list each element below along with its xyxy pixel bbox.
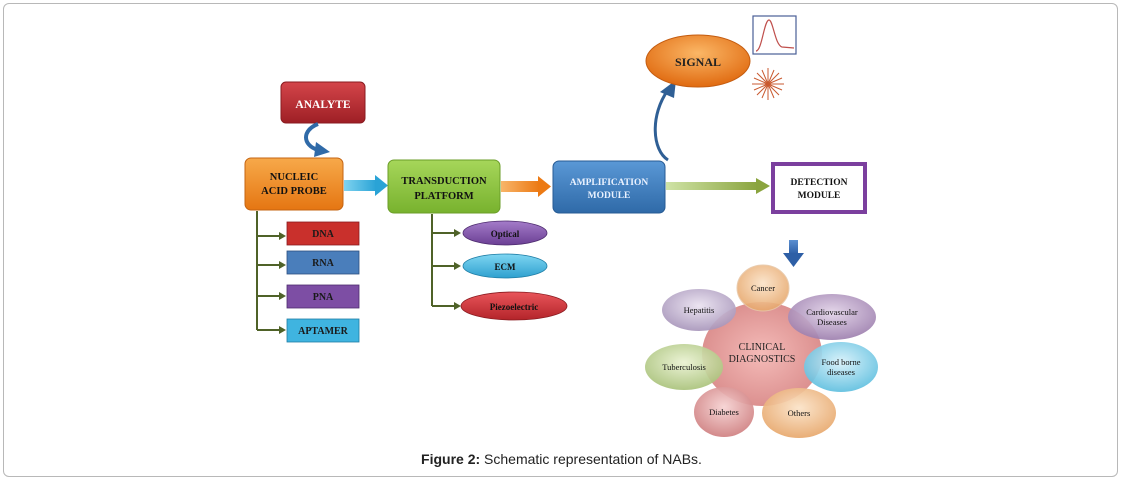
tuberculosis-label: Tuberculosis	[662, 362, 706, 372]
signal-label: SIGNAL	[675, 55, 721, 69]
ecm-label: ECM	[495, 262, 517, 272]
transduction-label-line2: PLATFORM	[414, 191, 473, 202]
figure-caption: Figure 2: Schematic representation of NA…	[0, 451, 1123, 467]
signal-peak-graph-icon	[752, 15, 797, 55]
analyte-node: ANALYTE	[280, 81, 366, 124]
probe-type-aptamer: APTAMER	[286, 318, 360, 343]
figure-frame	[3, 3, 1118, 477]
detection-module-node: DETECTION MODULE	[771, 162, 867, 214]
detection-label-line1: DETECTION	[790, 178, 847, 188]
hepatitis-label: Hepatitis	[684, 305, 715, 315]
detection-to-clinical-arrow	[783, 240, 804, 267]
amplification-to-signal-arrow	[653, 80, 676, 162]
analyte-label: ANALYTE	[295, 99, 351, 111]
optical-label: Optical	[491, 229, 520, 239]
transduction-type-ecm: ECM	[462, 253, 548, 279]
detection-label-line2: MODULE	[798, 191, 841, 201]
transduction-type-piezoelectric: Piezoelectric	[460, 291, 568, 321]
transduction-label-line1: TRANSDUCTION	[401, 176, 487, 187]
bubble-diabetes: Diabetes	[694, 387, 754, 437]
amplification-module-node: AMPLIFICATION MODULE	[552, 160, 666, 214]
clinical-center-line1: CLINICAL	[739, 342, 786, 353]
clinical-center-line2: DIAGNOSTICS	[729, 354, 796, 365]
caption-label: Figure 2:	[421, 451, 481, 467]
cardio-label-line2: Diseases	[817, 317, 847, 327]
probe-label-line1: NUCLEIC	[270, 172, 318, 183]
transduction-to-amplification-arrow	[501, 176, 551, 197]
transduction-platform-node: TRANSDUCTION PLATFORM	[387, 159, 501, 214]
aptamer-label: APTAMER	[298, 326, 349, 337]
cancer-label: Cancer	[751, 283, 775, 293]
food-label-line2: diseases	[827, 367, 855, 377]
bubble-cancer: Cancer	[736, 264, 790, 312]
transduction-type-optical: Optical	[462, 220, 548, 246]
caption-text: Schematic representation of NABs.	[480, 451, 702, 467]
rna-label: RNA	[312, 258, 334, 269]
bubble-others: Others	[762, 388, 836, 438]
amplification-to-detection-arrow	[666, 178, 770, 194]
clinical-diagnostics-cluster: Cancer Cardiovascular Diseases Food born…	[645, 264, 878, 438]
cardio-label-line1: Cardiovascular	[806, 307, 858, 317]
probe-type-rna: RNA	[286, 250, 360, 275]
diabetes-label: Diabetes	[709, 407, 739, 417]
others-label: Others	[788, 408, 811, 418]
analyte-to-probe-arrow	[304, 122, 330, 157]
dna-label: DNA	[312, 229, 334, 240]
nucleic-acid-probe-node: NUCLEIC ACID PROBE	[244, 157, 344, 211]
probe-type-dna: DNA	[286, 221, 360, 246]
bubble-food-borne: Food borne diseases	[804, 342, 878, 392]
amplification-label-line1: AMPLIFICATION	[570, 178, 649, 188]
probe-types-branch	[256, 211, 286, 334]
amplification-label-line2: MODULE	[588, 191, 631, 201]
bubble-cardiovascular: Cardiovascular Diseases	[788, 294, 876, 340]
pna-label: PNA	[313, 292, 334, 303]
transduction-types-branch	[431, 214, 461, 310]
probe-label-line2: ACID PROBE	[261, 186, 327, 197]
probe-type-pna: PNA	[286, 284, 360, 309]
food-label-line1: Food borne	[822, 357, 861, 367]
signal-node: SIGNAL	[645, 34, 751, 88]
piezoelectric-label: Piezoelectric	[490, 302, 538, 312]
bubble-tuberculosis: Tuberculosis	[645, 344, 723, 390]
bubble-hepatitis: Hepatitis	[662, 289, 736, 331]
molecule-starburst-icon	[752, 68, 784, 100]
probe-to-transduction-arrow	[344, 175, 388, 196]
